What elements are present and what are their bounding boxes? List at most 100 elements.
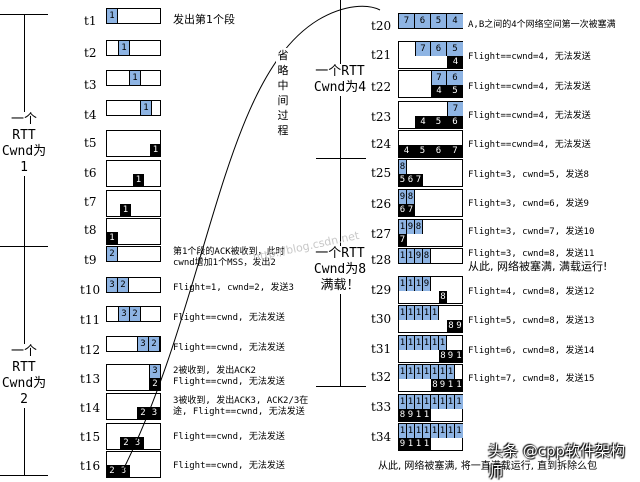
pipe-bar-t26: 9 8 6 7 — [398, 189, 463, 217]
segment-cell: 7 — [415, 174, 423, 187]
time-label: t34 — [371, 430, 392, 444]
segment-cell: 1 — [118, 41, 130, 55]
segment-cell: 6 — [415, 14, 431, 28]
segment-cell: 1 — [107, 9, 118, 23]
segment-cell: 8 — [399, 160, 407, 174]
segment-cell: 6 — [447, 116, 463, 129]
segment-cell: 1 — [423, 424, 431, 438]
note-t34-footer: 从此, 网络被塞满, 将一直满载运行, 直到拆除么包 — [378, 461, 598, 472]
time-label: t5 — [84, 136, 97, 150]
segment-cell: 7 — [399, 234, 407, 247]
segment-cell: 1 — [415, 424, 423, 438]
time-label: t32 — [371, 370, 392, 384]
time-label: t2 — [84, 46, 97, 60]
segment-cell: 6 — [407, 174, 415, 187]
segment-cell: 7 — [407, 204, 415, 217]
note-t15: Flight==cwnd, 无法发送 — [173, 432, 285, 442]
segment-cell: 1 — [407, 336, 415, 350]
time-label: t22 — [371, 80, 392, 94]
note-t31: Flight=6, cwnd=8, 发送14 — [468, 346, 595, 356]
pipe-bar-t5: 1 — [106, 130, 161, 157]
segment-cell: 1 — [407, 306, 415, 320]
segment-cell: 8 — [431, 379, 439, 392]
time-label: t29 — [371, 283, 392, 297]
time-label: t10 — [80, 283, 101, 297]
segment-cell: 2 — [120, 437, 132, 450]
pipe-bar-t3: 1 — [106, 70, 161, 86]
segment-cell: 1 — [399, 365, 407, 379]
segment-cell: 1 — [407, 395, 415, 409]
pipe-bar-t29: 1 1 1 9 8 — [398, 276, 463, 304]
segment-cell: 7 — [447, 145, 463, 158]
note-t16: Flight==cwnd, 无法发送 — [173, 461, 285, 471]
segment-cell: 1 — [399, 249, 407, 263]
segment-cell: 1 — [415, 336, 423, 350]
pipe-bar-t16: 2 3 — [106, 451, 161, 478]
segment-cell: 8 — [423, 249, 431, 263]
left-tick-bottom — [0, 475, 48, 476]
pipe-bar-t32: 1 1 1 1 1 1 1 8 9 1 1 — [398, 364, 463, 392]
pipe-bar-t31: 1 1 1 1 1 1 8 9 1 — [398, 335, 463, 363]
segment-cell: 3 — [137, 337, 149, 351]
pipe-bar-t28: 1 1 9 8 — [398, 248, 463, 264]
segment-cell: 3 — [149, 365, 161, 378]
time-label: t20 — [371, 19, 392, 33]
segment-cell: 4 — [431, 85, 447, 98]
pipe-bar-t4: 1 — [106, 100, 161, 116]
segment-cell: 1 — [447, 365, 455, 379]
pipe-bar-t13: 3 2 — [106, 364, 161, 391]
pipe-bar-t33: 1 1 1 1 1 1 1 1 8 9 1 1 — [398, 394, 463, 422]
segment-cell: 1 — [431, 424, 439, 438]
segment-cell: 3 — [107, 278, 118, 292]
segment-cell: 1 — [423, 306, 431, 320]
segment-cell: 3 — [118, 307, 130, 321]
note-t25: Flight=3, cwnd=5, 发送8 — [468, 170, 589, 180]
note-t9: 第1个段的ACK被收到，此时 cwnd增加1个MSS，发出2 — [173, 247, 285, 268]
segment-cell: 6 — [431, 42, 447, 56]
segment-cell: 8 — [439, 291, 447, 304]
segment-cell: 5 — [447, 85, 463, 98]
segment-cell: 2 — [118, 278, 129, 292]
time-label: t1 — [84, 14, 97, 28]
segment-cell: 1 — [415, 365, 423, 379]
segment-cell: 1 — [447, 379, 455, 392]
time-label: t6 — [84, 166, 97, 180]
time-label: t16 — [80, 459, 101, 473]
segment-cell: 1 — [439, 395, 447, 409]
pipe-bar-t6: 1 — [106, 160, 161, 187]
segment-cell: 9 — [423, 277, 431, 291]
segment-cell: 1 — [407, 424, 415, 438]
segment-cell: 1 — [447, 424, 455, 438]
segment-cell: 1 — [439, 336, 447, 350]
note-t23: Flight==cwnd=4, 无法发送 — [468, 111, 591, 121]
segment-cell: 2 — [107, 465, 118, 478]
rtt-label-cwnd1: 一个RTT Cwnd为1 — [0, 112, 48, 176]
segment-cell: 1 — [415, 409, 423, 422]
note-t26: Flight=3, cwnd=6, 发送9 — [468, 199, 589, 209]
segment-cell: 6 — [431, 145, 447, 158]
note-t12: Flight==cwnd, 无法发送 — [173, 343, 285, 353]
segment-cell: 8 — [439, 350, 447, 363]
time-label: t3 — [84, 78, 97, 92]
segment-cell: 9 — [407, 220, 415, 234]
segment-cell: 1 — [107, 232, 118, 245]
note-t24: Flight==cwnd=4, 无法发送 — [468, 140, 591, 150]
segment-cell: 2 — [149, 337, 160, 351]
time-label: t11 — [80, 313, 101, 327]
rtt-label-cwnd8: 一个RTT Cwnd为8 满载！ — [304, 246, 376, 294]
rtt-label-cwnd2: 一个RTT Cwnd为2 — [0, 344, 48, 408]
pipe-bar-t14: 2 3 — [106, 393, 161, 420]
pipe-bar-t24: 4 5 6 7 — [398, 130, 463, 158]
segment-cell: 1 — [431, 306, 439, 320]
segment-cell: 7 — [447, 102, 463, 116]
segment-cell: 1 — [407, 438, 415, 451]
pipe-bar-t10: 3 2 — [106, 277, 161, 293]
segment-cell: 1 — [399, 424, 407, 438]
note-t22: Flight==cwnd=4, 无法发送 — [468, 82, 591, 92]
segment-cell: 1 — [431, 365, 439, 379]
segment-cell: 1 — [415, 306, 423, 320]
segment-cell: 1 — [133, 174, 144, 187]
segment-cell: 2 — [130, 307, 141, 321]
segment-cell: 4 — [447, 14, 463, 28]
